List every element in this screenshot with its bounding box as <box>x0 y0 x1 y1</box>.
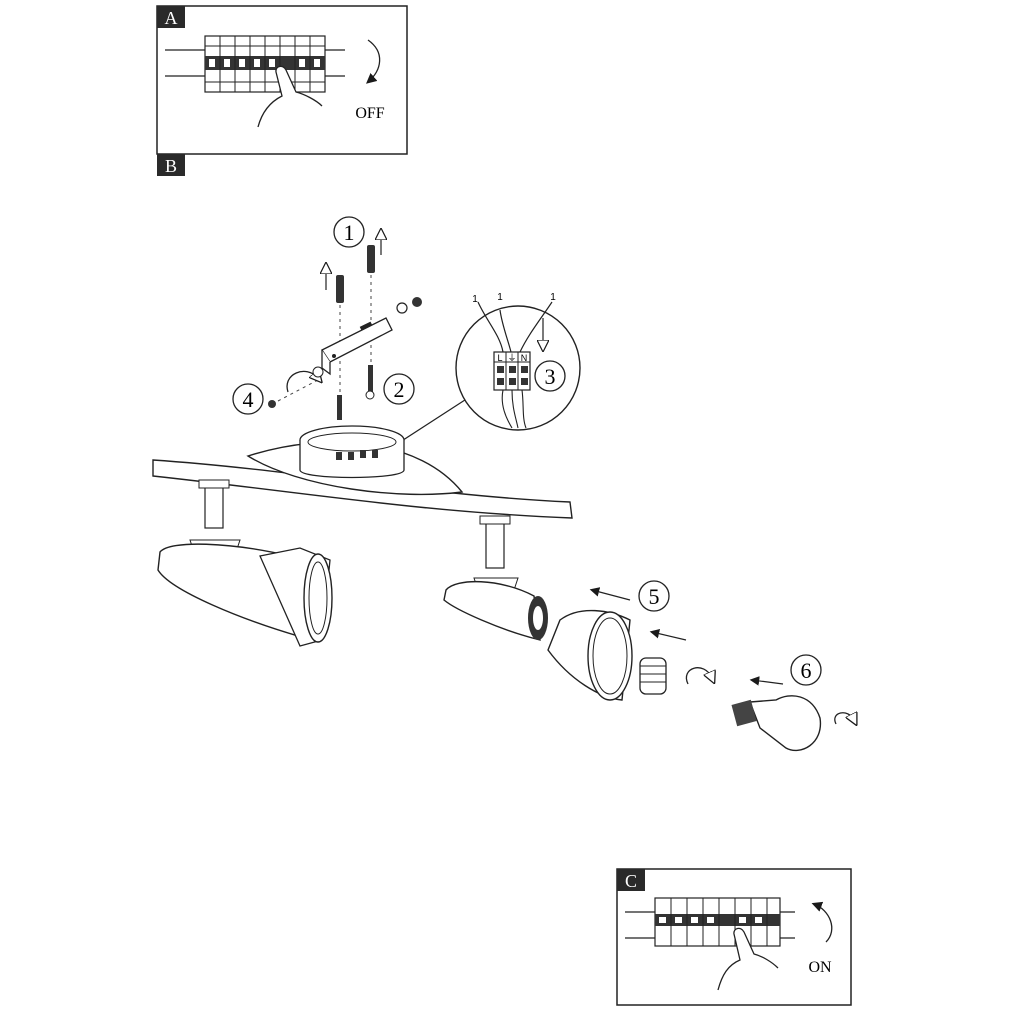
panel-c-power-on: C ON <box>616 868 852 1006</box>
panel-a-tag: A <box>165 8 178 28</box>
step-2-screws: 2 <box>337 365 415 420</box>
rotate-bulb-arrow-icon <box>834 713 854 724</box>
step-6-label: 6 <box>801 658 812 683</box>
step-2-label: 2 <box>394 377 405 402</box>
rotate-up-arrow-icon <box>811 901 833 943</box>
wall-plug-left <box>336 275 344 303</box>
panel-c-tag-box <box>617 869 645 891</box>
hand-icon <box>257 65 323 128</box>
step-5-label: 5 <box>649 584 660 609</box>
terminal-n: N <box>521 353 528 363</box>
step-4-fix-screw: 4 <box>232 366 324 415</box>
terminal-earth: ⏚ <box>507 353 516 363</box>
step-6-bulb: 6 <box>731 654 854 752</box>
wire-tag-2: 1 <box>497 292 503 303</box>
fixture-bar <box>152 425 573 519</box>
wire-tag-1: 1 <box>472 294 478 305</box>
step-1-wall-plugs: 1 <box>326 216 381 420</box>
rotate-down-arrow-icon <box>366 39 381 84</box>
breaker-panel-a <box>204 35 326 93</box>
step-5-shade: 5 <box>547 580 712 701</box>
spotlight-right <box>443 515 548 641</box>
hand-icon <box>717 927 779 991</box>
panel-c-tag: C <box>625 871 637 891</box>
step-3-label: 3 <box>545 364 556 389</box>
step-3-wiring-inset: 1 1 1 L ⏚ N 3 <box>379 292 581 456</box>
panel-a-label: OFF <box>355 105 384 122</box>
panel-b-tag: B <box>165 156 177 176</box>
panel-c-label: ON <box>808 959 832 976</box>
panel-b-tag-group: B <box>157 154 185 176</box>
step-1-label: 1 <box>344 220 355 245</box>
mounting-bracket <box>321 297 422 376</box>
spotlight-left <box>157 479 333 647</box>
wire-tag-3: 1 <box>550 292 556 303</box>
step-4-label: 4 <box>243 387 254 412</box>
wall-plug-right <box>367 245 375 273</box>
rotate-ring-arrow-icon <box>685 667 712 684</box>
panel-a-tag-box <box>157 6 185 28</box>
terminal-l: L <box>497 353 502 363</box>
reflector-bulb-icon <box>749 695 822 752</box>
breaker-panel-c <box>654 897 781 947</box>
panel-a-power-off: A OFF <box>156 5 408 155</box>
retaining-ring <box>639 657 667 695</box>
